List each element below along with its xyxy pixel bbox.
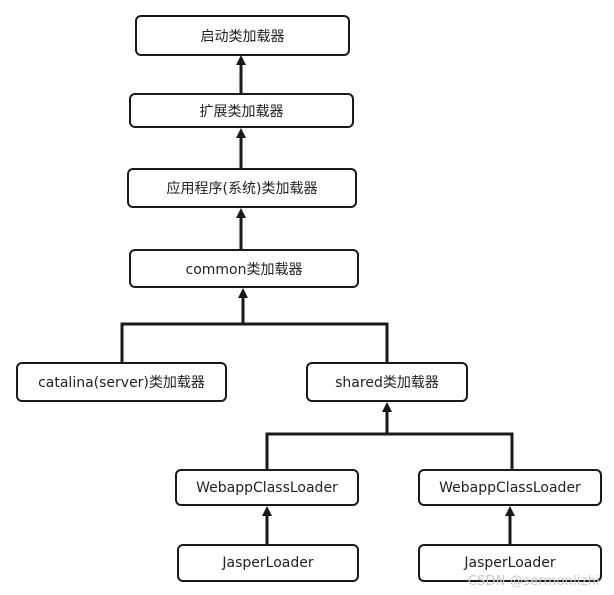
- node-jasper-loader-1: JasperLoader: [177, 544, 359, 582]
- node-common-classloader: common类加载器: [129, 249, 359, 288]
- node-label: catalina(server)类加载器: [38, 375, 205, 391]
- node-extension-classloader: 扩展类加载器: [129, 93, 354, 128]
- node-label: JasperLoader: [222, 555, 314, 571]
- node-label: WebappClassLoader: [196, 479, 338, 496]
- node-webapp-classloader-1: WebappClassLoader: [175, 469, 359, 506]
- node-webapp-classloader-2: WebappClassLoader: [418, 469, 602, 506]
- node-label: 应用程序(系统)类加载器: [166, 181, 318, 197]
- node-label: common类加载器: [185, 261, 303, 278]
- node-jasper-loader-2: JasperLoader: [418, 544, 602, 582]
- node-label: 扩展类加载器: [199, 103, 284, 120]
- watermark: CSDN @sermonlizhi: [467, 574, 600, 589]
- node-catalina-classloader: catalina(server)类加载器: [16, 362, 227, 402]
- bracket-webapp: [265, 432, 514, 469]
- node-label: JasperLoader: [464, 555, 556, 571]
- node-label: WebappClassLoader: [439, 479, 581, 496]
- node-shared-classloader: shared类加载器: [306, 362, 468, 402]
- node-bootstrap-classloader: 启动类加载器: [135, 15, 350, 56]
- bracket-catalina-shared: [120, 322, 389, 362]
- node-label: shared类加载器: [335, 375, 439, 391]
- node-label: 启动类加载器: [200, 28, 285, 45]
- node-application-classloader: 应用程序(系统)类加载器: [127, 168, 357, 208]
